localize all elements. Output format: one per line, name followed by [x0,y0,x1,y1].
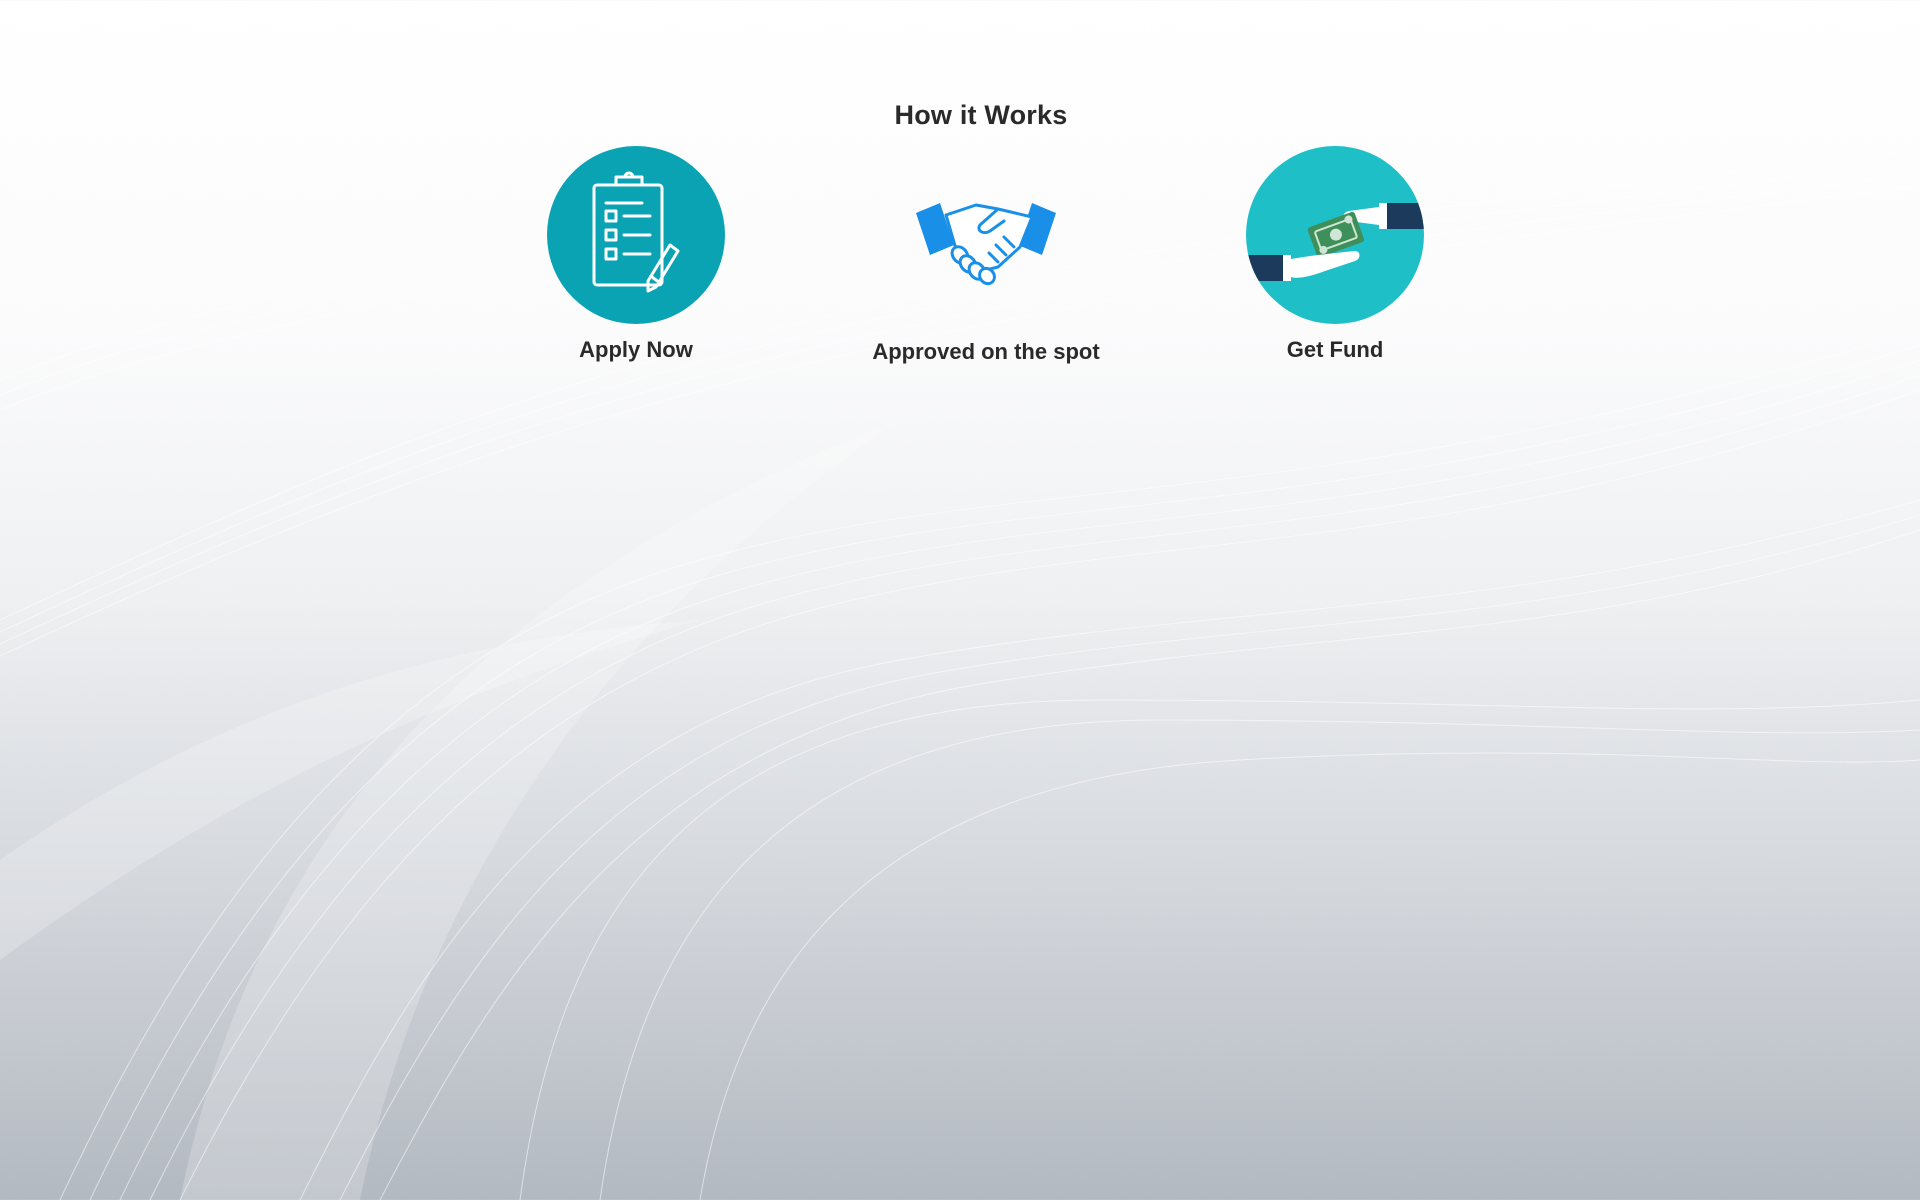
money-handover-icon [1246,146,1424,324]
step-get-fund: Get Fund [1185,145,1485,363]
step-apply-now: Apply Now [486,145,786,363]
clipboard-checklist-icon [547,146,725,324]
step-label: Get Fund [1286,337,1384,362]
step-label: Approved on the spot [872,339,1100,364]
step-label: Apply Now [579,337,693,362]
handshake-icon [916,203,1056,286]
section-title: How it Works [894,100,1068,130]
step-approved-on-the-spot: Approved on the spot [836,145,1136,365]
